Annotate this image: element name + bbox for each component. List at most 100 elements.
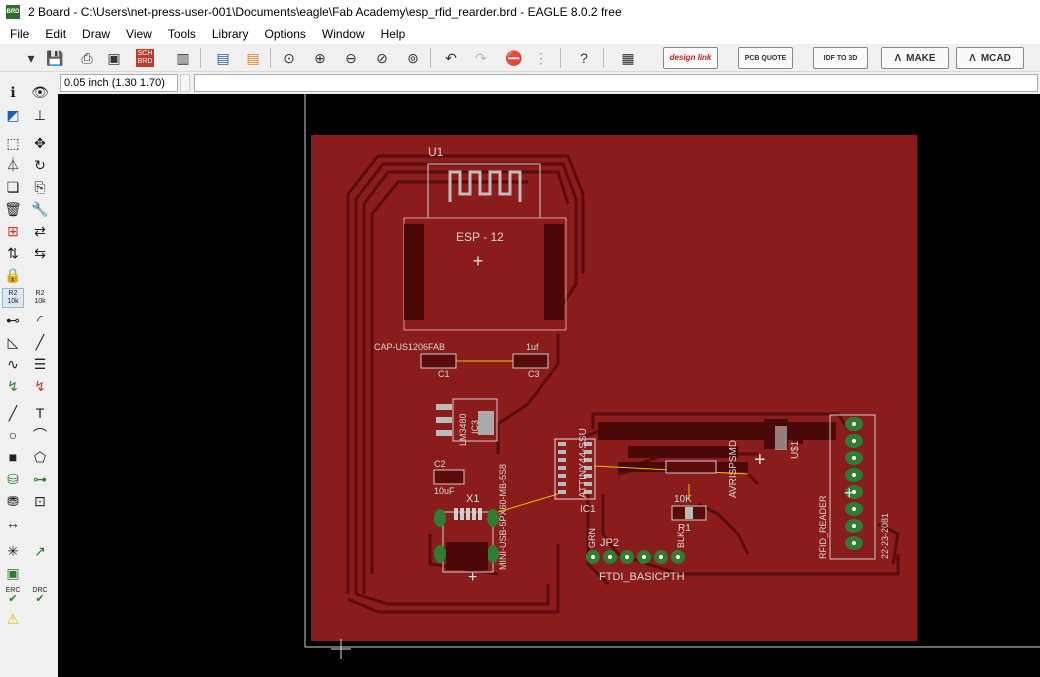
autorouter-icon[interactable]: ↗: [34, 542, 46, 559]
board-canvas[interactable]: U1 ESP - 12 + CAP-US1206FAB 1uf C1 C3 LM…: [58, 94, 1040, 677]
miter-icon[interactable]: ◜: [37, 311, 43, 328]
via-icon[interactable]: ⛁: [7, 470, 19, 487]
print-icon[interactable]: ⎙: [81, 49, 93, 66]
circle-icon[interactable]: ○: [8, 427, 18, 443]
sch-brd-switch-button[interactable]: SCH BRD: [136, 49, 154, 67]
mirror-icon[interactable]: ⏃: [6, 157, 20, 173]
delete-icon[interactable]: 🗑: [4, 200, 22, 217]
regulator-label: LM3480: [458, 413, 468, 446]
pcb-icon[interactable]: ▣: [6, 564, 20, 581]
swap-icon[interactable]: ⇅: [7, 244, 19, 261]
pcb-quote-button[interactable]: PCB QUOTE: [738, 47, 793, 69]
move-icon[interactable]: ⬚: [6, 134, 20, 151]
usb-origin-cross: +: [468, 569, 477, 586]
stop-icon[interactable]: ⛔: [505, 49, 523, 66]
u1-label: U1: [428, 145, 444, 159]
menu-draw[interactable]: Draw: [82, 27, 111, 41]
move-arrows-icon[interactable]: ✥: [34, 134, 46, 151]
mark-icon[interactable]: ⊥: [33, 106, 47, 123]
erc-check-icon: ✔: [8, 593, 18, 605]
zoom-in-icon[interactable]: ⊕: [314, 49, 326, 66]
signal-icon[interactable]: ⊶: [33, 470, 47, 487]
gate-icon[interactable]: ⇆: [34, 244, 46, 261]
library-icon[interactable]: ▥: [176, 49, 190, 66]
esp-module: U1 ESP - 12 +: [403, 145, 567, 331]
warning-icon[interactable]: ⚠: [6, 610, 20, 627]
group-icon[interactable]: ❏: [6, 178, 20, 195]
help-icon[interactable]: ?: [580, 50, 588, 66]
route-icon[interactable]: ↯: [7, 377, 19, 394]
wire-icon[interactable]: ╱: [8, 404, 18, 421]
main-toolbar: ▾ 💾 ⎙ ▣ SCH BRD ▥ ▤ ▤ ⊙ ⊕ ⊖ ⊘ ⊚ ↶ ↷ ⛔ ⋮ …: [0, 44, 1040, 72]
command-bar: 0.05 inch (1.30 1.70): [58, 72, 1040, 94]
app-icon: BRD: [6, 5, 20, 19]
split-icon[interactable]: ◺: [7, 333, 19, 350]
grn-label: GRN: [587, 528, 597, 548]
script-icon[interactable]: ▤: [216, 49, 230, 66]
rectangle-icon[interactable]: ■: [8, 449, 18, 465]
ulp-icon[interactable]: ▤: [246, 49, 260, 66]
rfid-label: RFID_READER: [818, 495, 828, 559]
resistor-r1: 10K R1: [671, 484, 707, 534]
optimize-icon[interactable]: ╱: [35, 333, 45, 350]
esp-origin-cross: +: [473, 251, 484, 271]
zoom-fit-icon[interactable]: ⊙: [283, 49, 295, 66]
drc-button[interactable]: DRC✔: [32, 587, 48, 605]
c2-label: C2: [434, 459, 446, 469]
menu-window[interactable]: Window: [321, 27, 365, 41]
ripup-icon[interactable]: ↯: [34, 377, 46, 394]
rotate-icon[interactable]: ↻: [34, 156, 46, 173]
regulator: LM3480 IC3: [436, 398, 498, 446]
zoom-out-icon[interactable]: ⊖: [345, 49, 357, 66]
open-icon[interactable]: ▾: [27, 49, 35, 66]
polygon-icon[interactable]: ⬠: [33, 448, 47, 465]
attiny-label: ATTINY44-SSU: [578, 428, 589, 498]
idf-to-3d-button[interactable]: IDF TO 3D: [813, 47, 868, 69]
coordinate-button[interactable]: [180, 74, 190, 92]
go-icon[interactable]: ⋮: [534, 49, 548, 66]
x1-label: X1: [466, 493, 479, 505]
design-link-button[interactable]: design link: [663, 47, 718, 69]
cap-c2: C2 10uF: [433, 459, 465, 496]
zoom-select-icon[interactable]: ⊘: [376, 49, 388, 66]
cam-icon[interactable]: ▣: [107, 49, 121, 66]
fanout-icon[interactable]: ☰: [33, 355, 47, 372]
text-icon[interactable]: T: [35, 405, 45, 421]
menu-help[interactable]: Help: [380, 27, 406, 41]
show-icon[interactable]: 👁: [31, 83, 49, 100]
undo-icon[interactable]: ↶: [445, 49, 457, 66]
menu-tools[interactable]: Tools: [167, 27, 196, 41]
menu-bar: File Edit Draw View Tools Library Option…: [0, 24, 1040, 44]
menu-library[interactable]: Library: [211, 27, 249, 41]
dimension-icon[interactable]: ↔: [6, 515, 20, 531]
attribute-icon[interactable]: ⊡: [34, 492, 46, 509]
smash-icon[interactable]: ⊷: [6, 311, 20, 328]
board-drawing[interactable]: U1 ESP - 12 + CAP-US1206FAB 1uf C1 C3 LM…: [58, 94, 1040, 677]
menu-file[interactable]: File: [10, 27, 30, 41]
menu-edit[interactable]: Edit: [45, 27, 67, 41]
zoom-last-icon[interactable]: ⊚: [407, 49, 419, 66]
replace-icon[interactable]: ⇄: [34, 222, 46, 239]
add-icon[interactable]: ⊞: [7, 222, 19, 239]
copy-icon[interactable]: ⎘: [34, 178, 46, 195]
wrench-icon[interactable]: 🔧: [31, 200, 49, 217]
blk-label: BLK: [676, 531, 686, 548]
menu-options[interactable]: Options: [264, 27, 306, 41]
redo-icon[interactable]: ↷: [475, 49, 487, 66]
hole-icon[interactable]: ⛃: [7, 492, 19, 509]
ratsnest-icon[interactable]: ✳: [7, 542, 19, 559]
arc-icon[interactable]: ⌒: [33, 427, 47, 443]
grid-icon[interactable]: ▦: [621, 49, 635, 66]
lock-icon[interactable]: 🔒: [4, 266, 22, 283]
menu-view[interactable]: View: [126, 27, 152, 41]
layers-icon[interactable]: ◩: [6, 106, 20, 123]
erc-button[interactable]: ERC✔: [5, 587, 21, 605]
meander-icon[interactable]: ∿: [7, 355, 19, 372]
info-icon[interactable]: ℹ: [10, 83, 16, 100]
save-icon[interactable]: 💾: [46, 49, 64, 66]
command-line-input[interactable]: [194, 74, 1038, 92]
